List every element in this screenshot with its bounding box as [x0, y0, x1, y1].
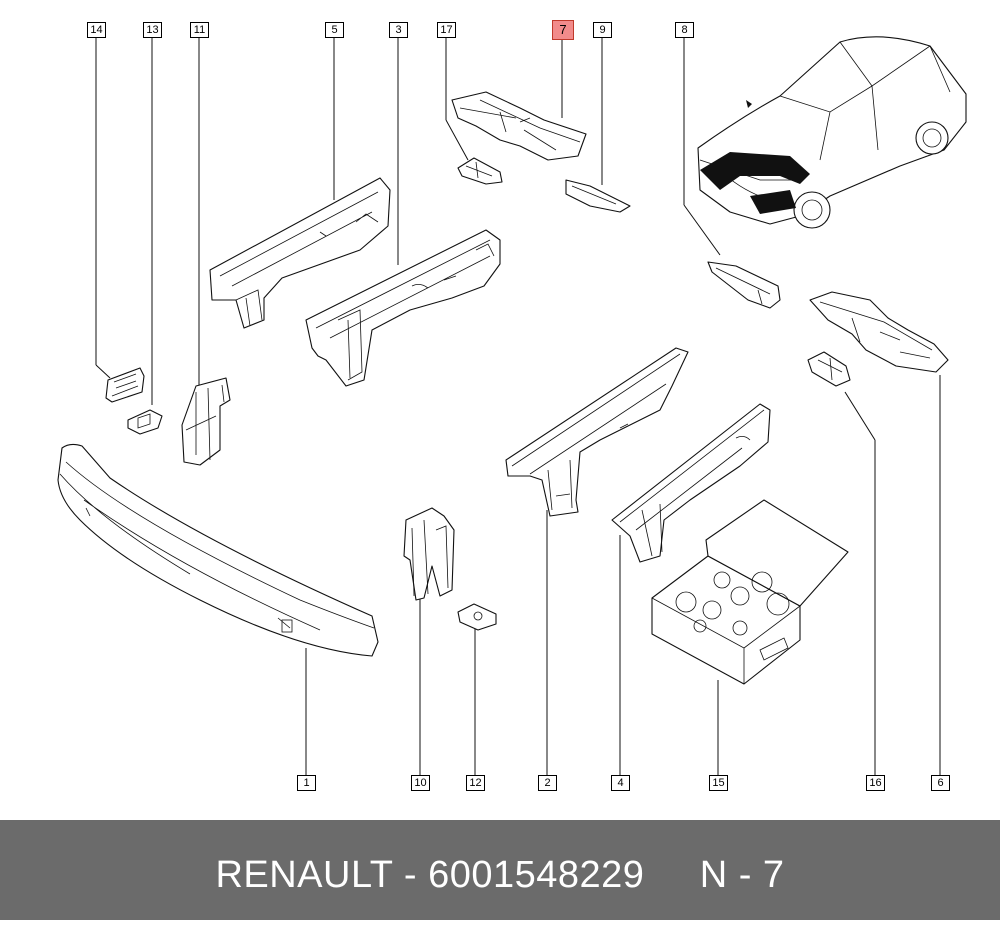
part-6-panel	[809, 291, 949, 373]
callout-5: 5	[325, 22, 344, 38]
callout-10: 10	[411, 775, 430, 791]
part-8-bracket	[707, 261, 781, 309]
callout-8: 8	[675, 22, 694, 38]
callout-1: 1	[297, 775, 316, 791]
part-11-reinforcement	[181, 377, 231, 466]
car-illustration	[697, 36, 967, 229]
callout-7-highlighted: 7	[552, 20, 574, 40]
callout-17: 17	[437, 22, 456, 38]
exploded-parts-diagram	[57, 36, 967, 775]
part-3-side-member	[305, 229, 501, 387]
part-5-upper-rail	[209, 177, 391, 329]
part-16-clip	[807, 351, 851, 387]
part-1-bumper-beam	[57, 443, 379, 657]
part-15-fastener-box	[651, 499, 849, 685]
callout-2: 2	[538, 775, 557, 791]
part-14-bracket	[105, 367, 145, 403]
callout-4: 4	[611, 775, 630, 791]
callout-16: 16	[866, 775, 885, 791]
callout-6: 6	[931, 775, 950, 791]
callout-9: 9	[593, 22, 612, 38]
callout-3: 3	[389, 22, 408, 38]
footer-bar: RENAULT - 6001548229 N - 7	[0, 820, 1000, 920]
part-12-clip	[457, 603, 497, 631]
callout-15: 15	[709, 775, 728, 791]
callout-12: 12	[466, 775, 485, 791]
part-4-side-member	[611, 403, 771, 563]
part-10-reinforcement	[403, 507, 455, 601]
part-13-clip	[127, 409, 163, 435]
callout-13: 13	[143, 22, 162, 38]
part-7-upper-panel	[451, 91, 587, 161]
leader-lines	[95, 37, 941, 775]
part-2-lower-rail	[505, 347, 689, 517]
footer-part-info: RENAULT - 6001548229 N - 7	[215, 854, 785, 896]
callout-11: 11	[190, 22, 209, 38]
callout-14: 14	[87, 22, 106, 38]
part-9-plate	[565, 179, 631, 213]
part-17-bracket	[457, 157, 503, 185]
